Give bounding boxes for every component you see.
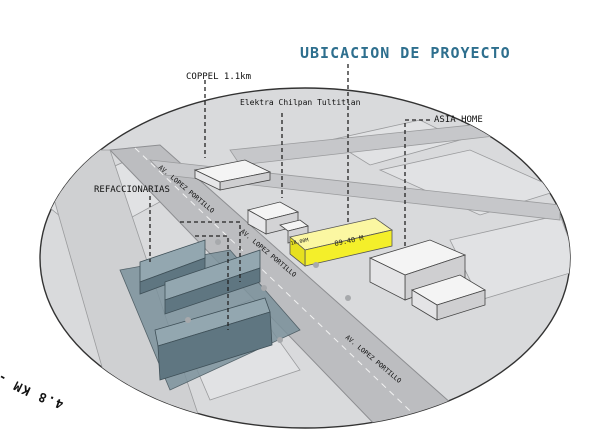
refaccionarias-buildings [119,239,301,391]
leader-lines [149,64,430,330]
map-title: UBICACION DE PROYECTO [300,44,511,62]
elektra-label: Elektra Chilpan Tultitlan [240,98,361,107]
project-lot [289,217,393,267]
project-dimension-side: 18.00M [290,237,309,247]
coppel-building [193,159,272,191]
asia-home-building [368,239,486,321]
asia-home-label: ASIA HOME [434,115,483,125]
refaccionarias-label: REFACCIONARIAS [94,185,170,195]
trees [185,239,351,343]
coppel-label: COPPEL 1.1km [186,72,252,82]
